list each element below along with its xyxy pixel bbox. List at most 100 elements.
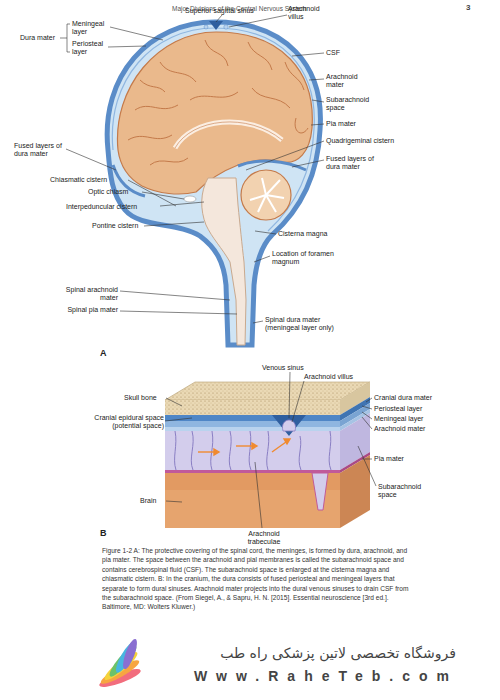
corpus-callosum-edge bbox=[175, 122, 282, 148]
white-matter-branch bbox=[266, 195, 284, 198]
structure-label: Quadrigeminal cistern bbox=[326, 137, 416, 145]
leader-line bbox=[128, 180, 176, 206]
leader-line bbox=[246, 141, 324, 170]
arachnoid-layer bbox=[165, 427, 340, 431]
sagittal-brain bbox=[107, 21, 320, 345]
sulcus bbox=[140, 80, 165, 92]
trabecula bbox=[329, 431, 331, 470]
leader-line bbox=[166, 501, 182, 502]
structure-label: Chiasmatic cistern bbox=[50, 176, 130, 184]
structure-label: Cranial epidural space (potential space) bbox=[76, 414, 164, 430]
trabecula bbox=[211, 431, 213, 470]
structure-label: Spinal dura mater (meningeal layer only) bbox=[265, 316, 351, 332]
structure-label: Arachnoid villus bbox=[288, 5, 324, 21]
sulcus bbox=[128, 135, 172, 140]
white-matter-branch bbox=[258, 195, 266, 212]
structure-label: Pia mater bbox=[326, 120, 378, 128]
venous-sinus bbox=[272, 415, 306, 436]
trabecula bbox=[267, 431, 269, 470]
arrow-head bbox=[214, 449, 219, 455]
structure-label: Dura mater bbox=[20, 34, 64, 42]
skull-bone bbox=[165, 400, 340, 415]
leader-line bbox=[142, 192, 184, 199]
leader-lines-b bbox=[165, 372, 376, 528]
trabecula bbox=[299, 436, 301, 470]
structure-label: Skull bone bbox=[124, 394, 168, 402]
structure-label: Subarachnoid space bbox=[378, 483, 430, 499]
leader-lines-a bbox=[60, 15, 324, 323]
structure-label: Arachnoid mater bbox=[374, 425, 454, 433]
arachnoid-villus bbox=[224, 25, 228, 29]
sulcus bbox=[205, 40, 228, 66]
leader-line bbox=[311, 124, 324, 125]
structure-label: Spinal arachnoid mater bbox=[58, 286, 118, 302]
brain-tissue bbox=[165, 473, 340, 528]
periosteal-layer bbox=[165, 415, 340, 421]
corpus-callosum bbox=[175, 122, 282, 148]
shop-logo bbox=[98, 637, 143, 690]
optic-chiasm bbox=[184, 196, 196, 202]
leader-line bbox=[362, 412, 372, 419]
trabecula bbox=[175, 431, 176, 470]
trabecula bbox=[249, 431, 251, 470]
leader-line bbox=[66, 149, 116, 170]
leader-line bbox=[160, 202, 204, 206]
structure-label: Interpeduncular cistern bbox=[66, 203, 162, 211]
structure-label: Fused layers of dura mater bbox=[14, 142, 68, 158]
leader-line bbox=[166, 398, 182, 406]
structure-label: Fused layers of dura mater bbox=[326, 155, 380, 171]
meningeal-layer bbox=[165, 421, 340, 427]
leader-line bbox=[254, 256, 270, 262]
leader-line bbox=[165, 418, 192, 421]
leader-line bbox=[309, 79, 324, 80]
leader-line bbox=[366, 398, 372, 402]
watermark: Www.RaheTeb.com bbox=[160, 668, 458, 684]
leader-line bbox=[312, 100, 324, 102]
leader-line bbox=[255, 462, 262, 528]
dura-outline bbox=[107, 22, 320, 345]
structure-label: Location of foramen magnum bbox=[272, 250, 334, 266]
leader-line bbox=[255, 231, 276, 234]
arbor-vitae bbox=[250, 178, 284, 212]
leader-line bbox=[229, 15, 287, 27]
arrow-head bbox=[252, 443, 257, 449]
sulcus bbox=[252, 88, 290, 108]
structure-label: Arachnoid trabeculae bbox=[232, 530, 296, 546]
csf-arrow bbox=[198, 451, 214, 452]
trabecula bbox=[191, 431, 193, 470]
leader-line bbox=[144, 222, 204, 226]
sulcus bbox=[295, 118, 308, 133]
structure-label: Periosteal layer bbox=[374, 405, 454, 413]
csf-arrow bbox=[236, 445, 252, 446]
structure-label: Cisterna magna bbox=[278, 230, 348, 238]
csf-arrow bbox=[272, 442, 286, 452]
leader-line bbox=[253, 321, 263, 323]
sulcus bbox=[160, 62, 196, 82]
trabecula bbox=[229, 431, 231, 470]
gyri bbox=[128, 40, 308, 165]
sulcus bbox=[285, 62, 304, 90]
structure-label: Spinal pia mater bbox=[58, 306, 118, 314]
leader-line bbox=[110, 27, 163, 40]
leader-line bbox=[289, 372, 290, 418]
structure-label: Arachnoid mater bbox=[326, 73, 368, 89]
meninges-block bbox=[165, 382, 370, 528]
structure-label: Optic chiasm bbox=[88, 188, 148, 196]
leader-line bbox=[120, 311, 237, 314]
leader-line bbox=[358, 446, 376, 486]
brainstem-spinal-cord bbox=[202, 178, 246, 345]
leader-line bbox=[292, 381, 304, 422]
leader-line bbox=[362, 417, 372, 429]
tentorium bbox=[238, 161, 306, 170]
skull-top bbox=[165, 382, 370, 400]
leader-line bbox=[362, 406, 372, 409]
figure-caption: Figure 1-2 A: The protective covering of… bbox=[102, 546, 414, 612]
structure-label: Subarachnoid space bbox=[326, 96, 378, 112]
structure-label: Meningeal layer bbox=[72, 20, 112, 36]
panel-letter: B bbox=[100, 528, 114, 538]
sulcus bbox=[190, 92, 238, 100]
structure-label: Periosteal layer bbox=[72, 40, 112, 56]
arachnoid-villus bbox=[282, 420, 295, 431]
brain-side bbox=[340, 455, 370, 528]
